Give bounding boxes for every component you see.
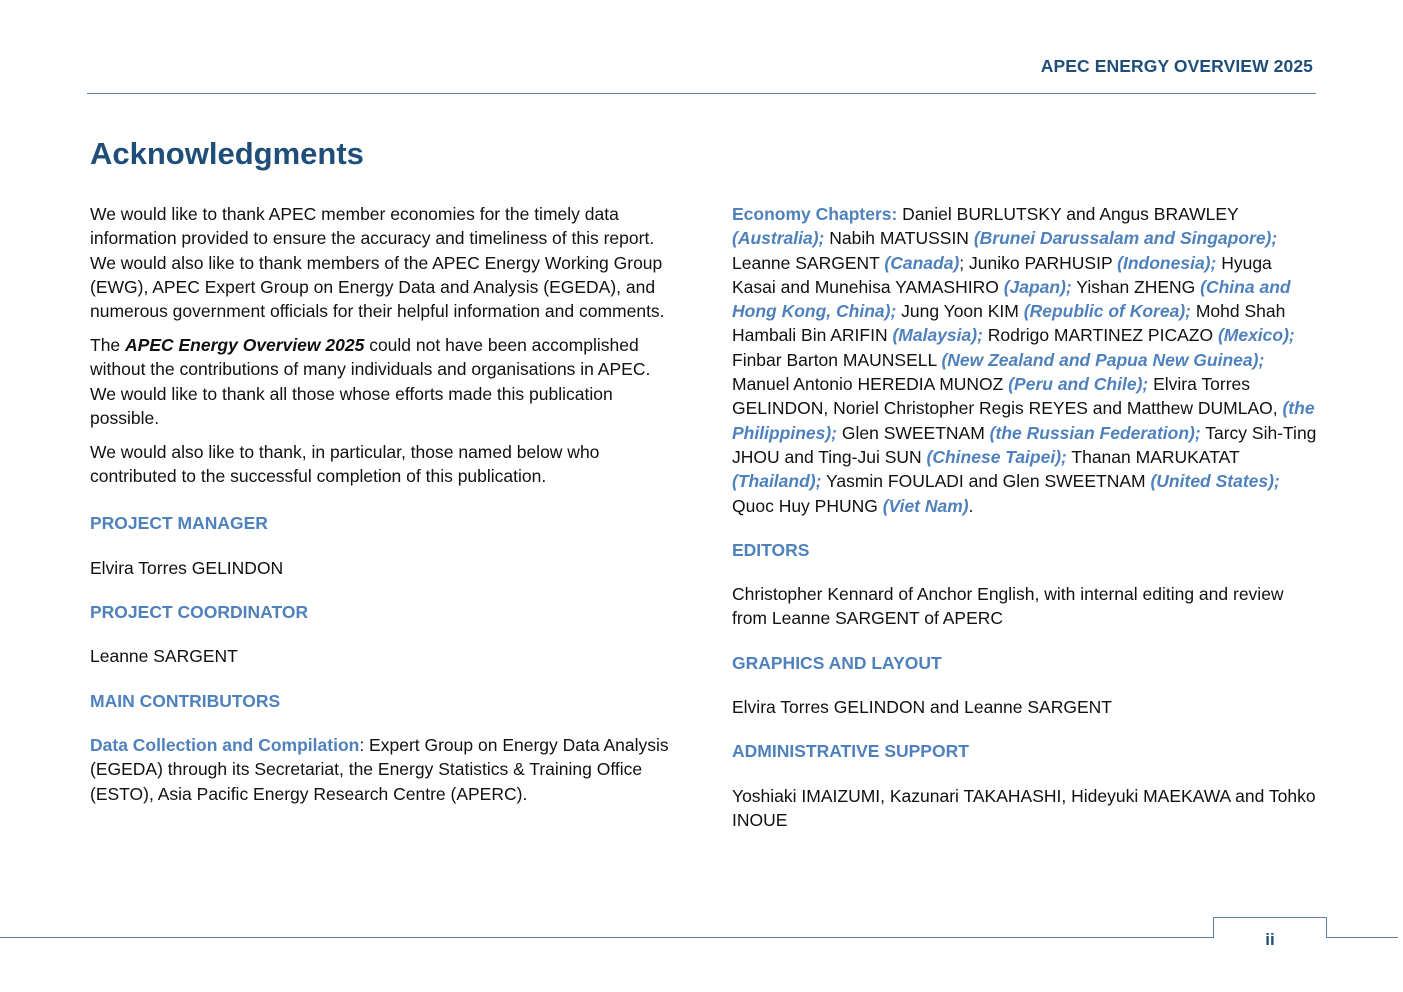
contributor-names: Finbar Barton MAUNSELL: [732, 349, 942, 370]
data-collection-paragraph: Data Collection and Compilation: Expert …: [90, 733, 670, 806]
economy-name: (Peru and Chile);: [1008, 374, 1149, 395]
contributor-names: Mohd Shah Hambali Bin ARIFIN: [732, 301, 1286, 346]
economy-name: (Brunei Darussalam and Singapore);: [973, 228, 1278, 249]
contributor-names: Yasmin FOULADI and Glen SWEETNAM: [821, 471, 1151, 492]
right-column: Economy Chapters: Daniel BURLUTSKY and A…: [732, 202, 1317, 832]
economy-name: (Viet Nam): [882, 495, 969, 516]
data-collection-label: Data Collection and Compilation: [90, 734, 360, 755]
graphics-layout-text: Elvira Torres GELINDON and Leanne SARGEN…: [732, 697, 1112, 718]
contributor-names: Hyuga Kasai and Munehisa YAMASHIRO: [732, 252, 1272, 297]
economy-name: (Australia);: [732, 228, 825, 249]
page-number-tab: [1213, 917, 1327, 938]
economy-chapters-paragraph: Economy Chapters: Daniel BURLUTSKY and A…: [732, 202, 1317, 518]
left-column: We would like to thank APEC member econo…: [90, 202, 670, 806]
economy-name: (Malaysia);: [892, 325, 983, 346]
project-manager-name: Elvira Torres GELINDON: [90, 557, 284, 578]
running-header: APEC ENERGY OVERVIEW 2025: [1040, 56, 1313, 76]
editors-heading: EDITORS: [732, 539, 810, 560]
footer-divider-right: [1326, 937, 1398, 938]
economy-name: (Thailand);: [732, 471, 822, 492]
page-title: Acknowledgments: [90, 136, 364, 171]
economy-name: (United States);: [1150, 471, 1280, 492]
project-manager-heading: PROJECT MANAGER: [90, 513, 268, 534]
economy-name: (Japan);: [1003, 276, 1072, 297]
contributor-names: Glen SWEETNAM: [837, 422, 990, 443]
administrative-support-text: Yoshiaki IMAIZUMI, Kazunari TAKAHASHI, H…: [732, 785, 1316, 830]
contributor-names: Yishan ZHENG: [1071, 276, 1201, 297]
project-coordinator-heading: PROJECT COORDINATOR: [90, 602, 309, 623]
contributor-names: Manuel Antonio HEREDIA MUNOZ: [732, 374, 1009, 395]
contributor-names: Tarcy Sih-Ting JHOU and Ting-Jui SUN: [732, 422, 1317, 467]
editors-text: Christopher Kennard of Anchor English, w…: [732, 584, 1284, 629]
contributor-names: Thanan MARUKATAT: [1066, 446, 1240, 467]
contributor-names: Daniel BURLUTSKY and Angus BRAWLEY: [897, 204, 1239, 224]
contributor-names: Rodrigo MARTINEZ PICAZO: [982, 325, 1218, 346]
economy-name: (China and Hong Kong, China);: [732, 276, 1291, 322]
page-number: ii: [1265, 930, 1275, 949]
economy-name: (Indonesia);: [1117, 252, 1217, 273]
administrative-support-heading: ADMINISTRATIVE SUPPORT: [732, 741, 969, 762]
economy-chapters-label: Economy Chapters:: [732, 204, 898, 224]
data-collection-text: : Expert Group on Energy Data Analysis (…: [90, 734, 669, 804]
economy-name: (Mexico);: [1217, 325, 1295, 346]
main-contributors-heading: MAIN CONTRIBUTORS: [90, 690, 281, 711]
project-coordinator-name: Leanne SARGENT: [90, 646, 238, 667]
contributor-names: .: [968, 495, 974, 516]
contributor-names: ; Juniko PARHUSIP: [959, 252, 1118, 273]
para2-end: could not have been accomplished without…: [90, 335, 651, 428]
contributor-names: Nabih MATUSSIN: [824, 228, 974, 249]
thanks-paragraph: We would also like to thank, in particul…: [90, 441, 600, 487]
accomplishment-paragraph: The APEC Energy Overview 2025 could not …: [90, 333, 670, 430]
graphics-layout-heading: GRAPHICS AND LAYOUT: [732, 652, 942, 673]
economy-name: (Republic of Korea);: [1023, 301, 1191, 322]
economy-name: (Canada): [884, 252, 960, 273]
economy-name: (the Russian Federation);: [989, 422, 1201, 443]
header-divider: [87, 93, 1316, 94]
para2-start: The: [90, 335, 126, 356]
footer-divider-left: [0, 937, 1214, 938]
contributor-names: Quoc Huy PHUNG: [732, 495, 883, 516]
economy-name: (the Philippines);: [732, 398, 1315, 443]
contributor-names: Leanne SARGENT: [732, 252, 885, 273]
contributor-names: Jung Yoon KIM: [896, 301, 1024, 322]
publication-title: APEC Energy Overview 2025: [125, 335, 365, 356]
economy-name: (New Zealand and Papua New Guinea);: [941, 349, 1265, 370]
economy-name: (Chinese Taipei);: [926, 446, 1067, 467]
intro-paragraph: We would like to thank APEC member econo…: [90, 204, 665, 322]
contributor-names: Elvira Torres GELINDON, Noriel Christoph…: [732, 374, 1283, 419]
